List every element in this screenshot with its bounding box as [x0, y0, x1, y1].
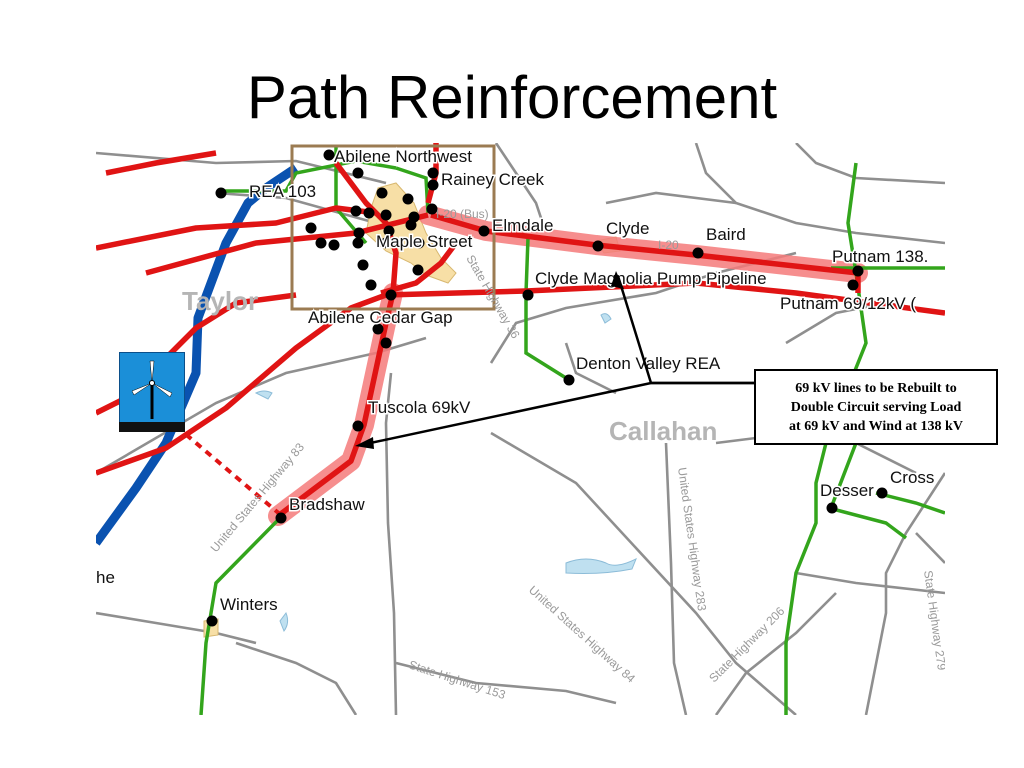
highway-label-sh279: State Highway 279 — [921, 569, 945, 671]
abilene-inset-box — [290, 144, 496, 311]
callout-arrows — [360, 275, 754, 447]
label-putnam-69: Putnam 69/12kV ( — [780, 294, 916, 313]
wind-turbine-icon — [119, 352, 185, 432]
label-edge-he: he — [96, 568, 115, 587]
callout-box: 69 kV lines to be Rebuilt to Double Circ… — [754, 369, 998, 445]
highway-label-i20: I-20 — [658, 238, 679, 252]
label-abilene-northwest: Abilene Northwest — [334, 147, 472, 166]
wind-turbine-base — [119, 422, 185, 432]
label-clyde: Clyde — [606, 219, 649, 238]
label-tuscola: Tuscola 69kV — [368, 398, 471, 417]
label-desser: Desser — [820, 481, 874, 500]
label-abilene-cedar-gap: Abilene Cedar Gap — [308, 308, 453, 327]
callout-line-1: 69 kV lines to be Rebuilt to — [795, 380, 957, 396]
label-putnam-138: Putnam 138. — [832, 247, 928, 266]
label-clyde-magnolia: Clyde Magnolia Pump Pipeline — [535, 269, 767, 288]
label-baird: Baird — [706, 225, 746, 244]
highway-label-us283: United States Highway 283 — [675, 466, 709, 612]
callout-line-2: Double Circuit serving Load — [790, 399, 962, 415]
slide-title: Path Reinforcement — [246, 64, 778, 131]
wind-interconnect-dotted — [174, 424, 284, 518]
county-label-taylor: Taylor — [182, 286, 258, 316]
callout-line-3: at 69 kV and Wind at 138 kV — [789, 418, 963, 434]
label-cross: Cross — [890, 468, 934, 487]
highway-label-us84: United States Highway 84 — [526, 583, 638, 686]
water-features — [254, 313, 637, 633]
substations — [206, 149, 888, 627]
highway-label-i20-bus: I-20 (Bus) — [436, 207, 489, 221]
county-label-callahan: Callahan — [609, 416, 717, 446]
label-denton-valley: Denton Valley REA — [576, 354, 721, 373]
map-svg: Taylor Callahan United States Highway 83… — [96, 143, 945, 715]
label-winters: Winters — [220, 595, 278, 614]
arrow-heads — [355, 271, 624, 449]
label-maple-street: Maple Street — [376, 232, 473, 251]
label-elmdale: Elmdale — [492, 216, 553, 235]
transmission-345kv — [96, 164, 299, 546]
label-bradshaw: Bradshaw — [289, 495, 365, 514]
label-rainey-creek: Rainey Creek — [441, 170, 544, 189]
label-rea-103: REA 103 — [249, 182, 316, 201]
highway-label-sh153: State Highway 153 — [407, 658, 507, 703]
